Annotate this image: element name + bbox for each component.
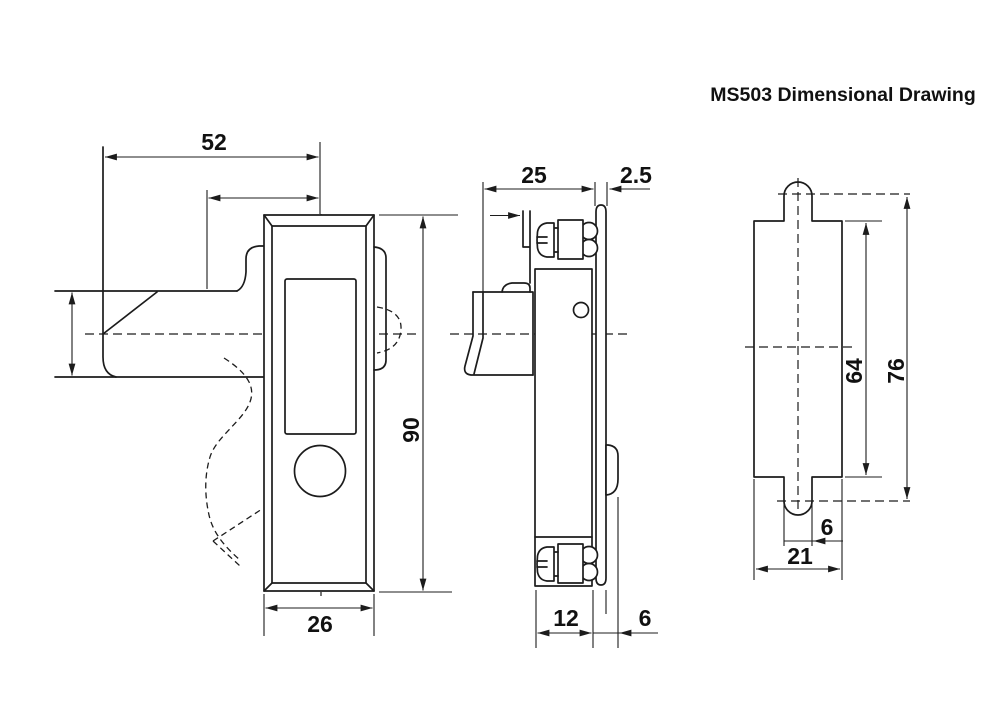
bottom-screw-slot xyxy=(536,560,548,568)
handle-front-edge xyxy=(102,146,117,378)
ghost-handle-curve xyxy=(205,357,253,561)
spindle-lines xyxy=(522,210,531,284)
top-screw-slot xyxy=(536,236,548,244)
bottom-screw-cylinder xyxy=(557,543,584,584)
push-button xyxy=(293,444,347,498)
dim-label-26: 26 xyxy=(307,611,333,637)
dim-6-notch-extensions xyxy=(783,501,813,546)
dim-label-6-rear: 6 xyxy=(821,514,834,540)
ghost-handle-edge-1 xyxy=(212,508,263,542)
ghost-handle-edge-2 xyxy=(212,540,241,567)
dim-26-extensions xyxy=(263,594,375,636)
drawing-title: MS503 Dimensional Drawing xyxy=(710,84,976,106)
bottom-screw-head xyxy=(536,546,555,582)
handle-slot-window xyxy=(284,278,357,435)
dim-label-2-5: 2.5 xyxy=(620,162,652,188)
ghost-latch-arc xyxy=(376,306,402,354)
hook-nose-outer xyxy=(463,291,534,376)
rear-view: 64 76 6 21 xyxy=(745,178,911,580)
top-screw-head xyxy=(536,222,555,258)
dim-label-64: 64 xyxy=(841,358,867,384)
dim-label-25: 25 xyxy=(521,162,547,188)
side-latch-bump xyxy=(373,246,387,371)
dim-label-90: 90 xyxy=(398,417,424,443)
dim-label-21: 21 xyxy=(787,543,813,569)
hook-arm-top xyxy=(472,291,534,376)
top-screw-cylinder xyxy=(557,219,584,260)
dim-21-extensions xyxy=(753,479,843,580)
dim-64-extensions xyxy=(845,220,882,478)
handle-bend-line xyxy=(102,291,158,335)
door-panel xyxy=(595,204,607,586)
dim-label-6-side: 6 xyxy=(639,605,652,631)
hook-nose-inner xyxy=(473,291,484,375)
dim-label-52: 52 xyxy=(201,129,227,155)
dim-12-extensions xyxy=(535,590,607,648)
dim-label-76: 76 xyxy=(883,358,909,384)
rear-cylinder-bump xyxy=(605,444,619,496)
handle-step xyxy=(236,245,265,292)
dim-90-extensions xyxy=(379,214,458,593)
body-inner-face xyxy=(271,225,367,584)
rear-outline xyxy=(753,181,843,516)
front-view: 52 90 26 xyxy=(54,129,458,637)
hook-arm-lip xyxy=(501,282,531,293)
side-body xyxy=(534,268,593,587)
dim-label-12: 12 xyxy=(553,605,579,631)
side-view: 25 2.5 12 6 xyxy=(450,162,658,648)
dim-25-extensions xyxy=(482,182,596,292)
bevel-corners xyxy=(263,214,375,592)
mounting-hole xyxy=(572,301,590,319)
